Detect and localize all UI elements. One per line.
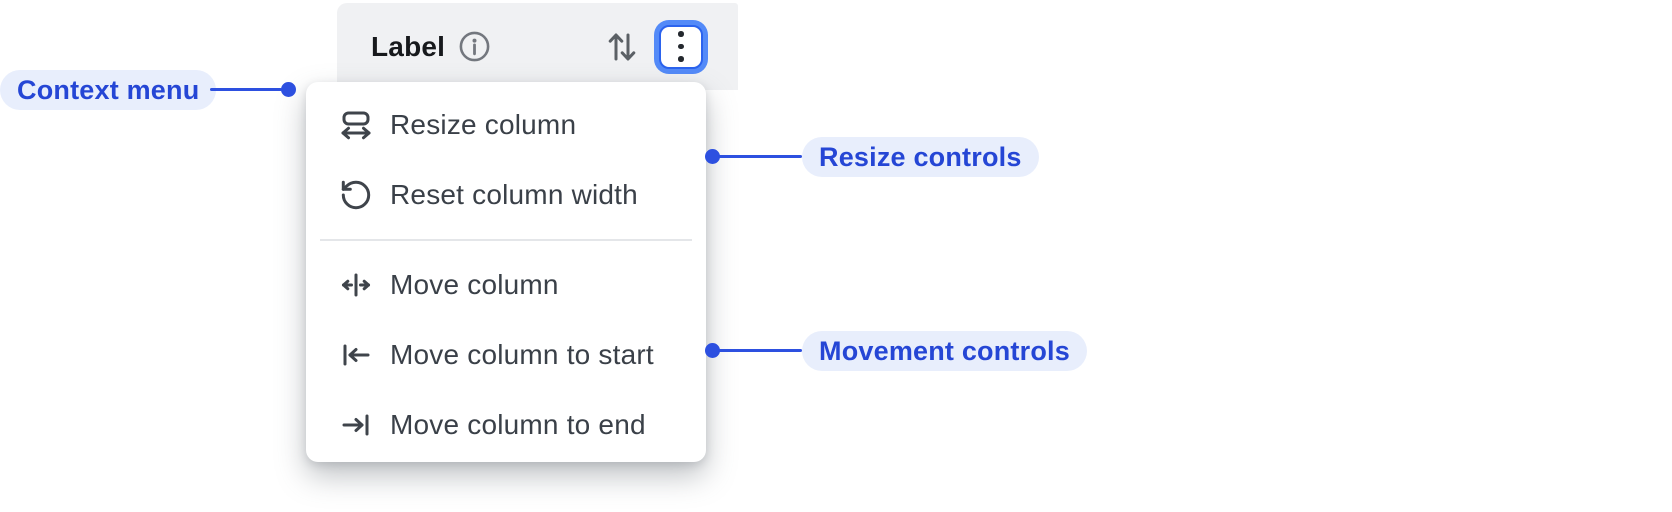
column-menu-button[interactable] (659, 24, 703, 69)
menu-item-label: Move column to start (390, 339, 654, 370)
connector-line-resize-controls (712, 155, 802, 158)
connector-line-movement-controls (712, 349, 802, 352)
connector-dot-movement-controls (705, 343, 720, 358)
connector-dot-context-menu (281, 82, 296, 97)
sort-arrows-icon (607, 28, 637, 66)
connector-dot-resize-controls (705, 149, 720, 164)
annotation-label: Context menu (17, 74, 200, 105)
annotation-resize-controls: Resize controls (802, 137, 1039, 177)
menu-item-move-column-to-start[interactable]: Move column to start (306, 320, 706, 390)
column-header: Label (337, 3, 738, 90)
info-button[interactable] (458, 30, 491, 63)
context-menu: Resize column Reset column width (306, 82, 706, 462)
menu-item-label: Reset column width (390, 179, 638, 210)
annotation-label: Movement controls (819, 335, 1070, 366)
connector-line-context-menu (210, 88, 282, 91)
menu-item-reset-column-width[interactable]: Reset column width (306, 160, 706, 230)
move-to-start-icon (338, 337, 374, 373)
resize-horizontal-icon (338, 107, 374, 143)
move-to-end-icon (338, 407, 374, 443)
menu-item-label: Resize column (390, 109, 577, 140)
menu-item-move-column[interactable]: Move column (306, 250, 706, 320)
column-header-label: Label (371, 30, 446, 62)
sort-button[interactable] (606, 28, 638, 66)
rotate-ccw-icon (338, 177, 374, 213)
kebab-menu-icon (678, 31, 684, 62)
info-icon (458, 30, 491, 63)
menu-item-label: Move column to end (390, 409, 646, 440)
annotation-context-menu: Context menu (0, 70, 217, 110)
menu-item-label: Move column (390, 269, 559, 300)
annotation-label: Resize controls (819, 141, 1022, 172)
menu-item-resize-column[interactable]: Resize column (306, 90, 706, 160)
menu-item-move-column-to-end[interactable]: Move column to end (306, 390, 706, 460)
move-column-icon (338, 267, 374, 303)
annotation-movement-controls: Movement controls (802, 331, 1087, 371)
menu-divider (320, 239, 692, 241)
